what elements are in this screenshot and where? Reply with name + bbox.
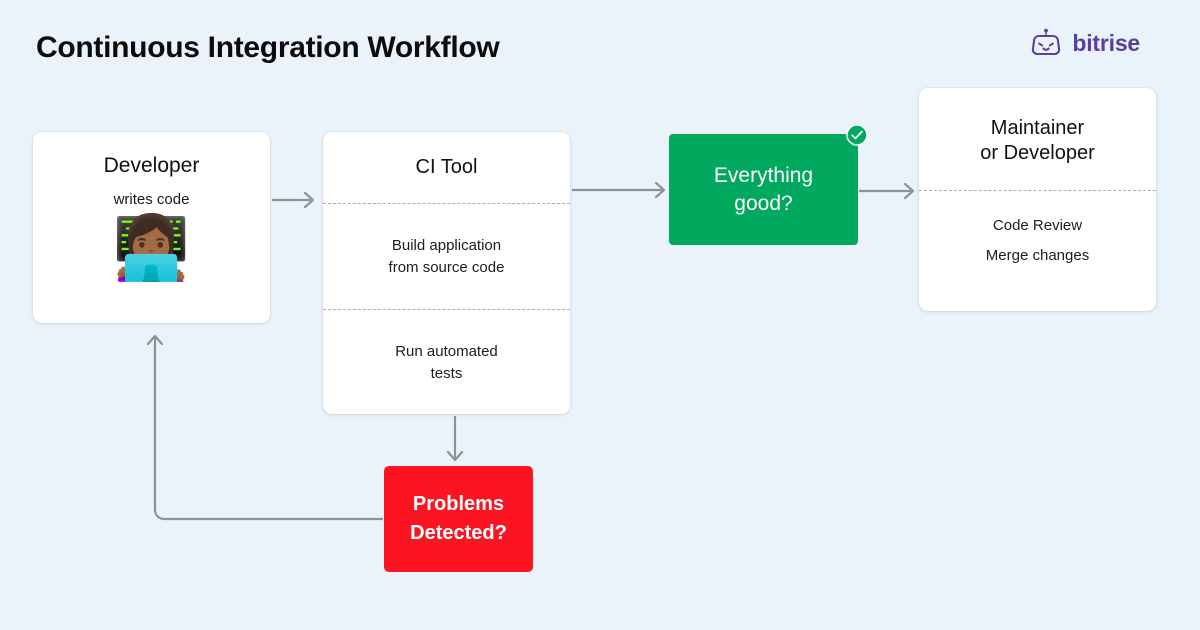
bitrise-logo: bitrise — [1029, 28, 1140, 58]
ci-tool-title-section: CI Tool — [323, 132, 570, 203]
maintainer-actions: Code Review Merge changes — [919, 191, 1156, 267]
page-title: Continuous Integration Workflow — [36, 31, 500, 64]
maintainer-title-line-2: or Developer — [980, 142, 1095, 164]
bitrise-wordmark: bitrise — [1072, 29, 1140, 56]
arrow-everything-good-to-maintainer — [859, 182, 915, 200]
maintainer-title-section: Maintainer or Developer — [919, 88, 1156, 190]
ci-tool-step-1-line-1: Build application — [391, 237, 502, 255]
developer-title: Developer — [103, 154, 200, 177]
bitrise-robot-icon — [1032, 28, 1061, 56]
check-circle-icon — [846, 124, 868, 146]
maintainer-divider — [919, 190, 1156, 191]
developer-subtitle: writes code — [113, 190, 190, 208]
arrow-ci-tool-to-everything-good — [572, 181, 666, 199]
everything-good-line-2: good? — [734, 191, 793, 215]
everything-good-line-1: Everything — [713, 163, 814, 187]
ci-tool-step-2-line-1: Run automated — [395, 343, 498, 361]
node-maintainer[interactable]: Maintainer or Developer Code Review Merg… — [919, 88, 1156, 311]
ci-tool-divider-2 — [323, 309, 570, 310]
node-problems-detected[interactable]: Problems Detected? — [384, 466, 533, 572]
node-developer[interactable]: Developer writes code 👩🏾‍💻 — [33, 132, 270, 323]
problems-line-1: Problems — [412, 493, 505, 515]
node-everything-good[interactable]: Everything good? — [669, 124, 868, 245]
maintainer-title-line-1: Maintainer — [990, 116, 1085, 139]
ci-tool-step-1: Build application from source code — [323, 204, 570, 309]
maintainer-action-code-review: Code Review — [992, 217, 1083, 234]
arrow-developer-to-ci-tool — [272, 191, 315, 209]
node-ci-tool[interactable]: CI Tool Build application from source co… — [323, 132, 570, 414]
woman-technologist-emoji: 👩🏾‍💻 — [112, 210, 191, 284]
ci-tool-divider-1 — [323, 203, 570, 204]
ci-tool-title: CI Tool — [415, 155, 478, 178]
problems-line-2: Detected? — [410, 522, 507, 544]
ci-tool-step-2: Run automated tests — [323, 310, 570, 415]
arrow-ci-tool-to-problems — [446, 416, 464, 462]
ci-tool-step-2-line-2: tests — [430, 364, 463, 382]
maintainer-action-merge-changes: Merge changes — [985, 247, 1090, 265]
ci-tool-step-1-line-2: from source code — [388, 258, 505, 276]
